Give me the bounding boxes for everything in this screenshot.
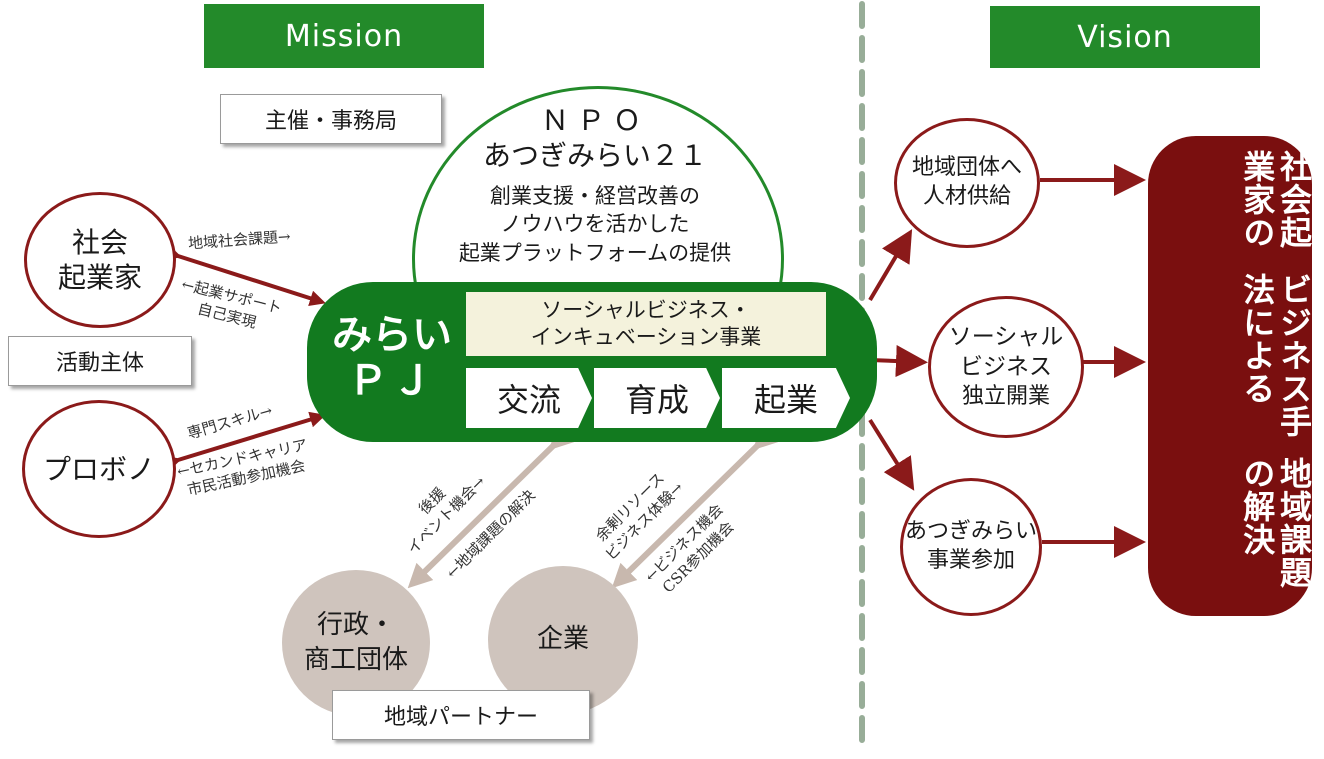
- vision-goal-line-2: ビジネス手法による: [1238, 272, 1313, 438]
- arrow-to-outcome-1: [868, 229, 913, 302]
- outcome-atsugi-participation: あつぎみらい 事業参加: [900, 478, 1042, 616]
- outcome-2-line-1: ソーシャル: [948, 323, 1064, 350]
- npo-title-2: あつぎみらい２１: [482, 138, 707, 172]
- mirai-pj-name-line-1: みらい: [332, 312, 452, 358]
- program-line-2: インキュベーション事業: [530, 325, 762, 349]
- arrow-to-outcome-3: [868, 418, 915, 491]
- government-circle: 行政・ 商工団体: [282, 570, 430, 716]
- outcome-3-line-1: あつぎみらい: [904, 519, 1037, 545]
- arrow-probono: [164, 411, 326, 472]
- stage-exchange: 交流: [466, 368, 592, 428]
- incubation-program-box: ソーシャルビジネス・ インキュベーション事業: [466, 292, 826, 356]
- social-entrepreneur-line-2: 起業家: [57, 261, 142, 294]
- npo-title-1: ＮＰＯ: [540, 104, 649, 137]
- arrow-to-outcome-2: [869, 345, 928, 378]
- stage-startup: 起業: [722, 368, 850, 428]
- partners-label: 地域パートナー: [332, 690, 590, 740]
- outcome-1-line-2: 人材供給: [922, 184, 1011, 209]
- outcome-2-line-3: 独立開業: [961, 383, 1050, 409]
- social-entrepreneur-line-1: 社会: [71, 226, 128, 259]
- npo-desc-1: 創業支援・経営改善の: [490, 183, 700, 208]
- npo-text: ＮＰＯ あつぎみらい２１ 創業支援・経営改善の ノウハウを活かした 起業プラット…: [412, 104, 778, 267]
- government-line-2: 商工団体: [303, 645, 408, 675]
- government-line-1: 行政・: [316, 609, 395, 640]
- arrow-entrepreneur: [164, 244, 326, 306]
- npo-desc-2: ノウハウを活かした: [500, 212, 690, 237]
- vision-goal-text: 社会起業家の ビジネス手法による 地域課題の解決: [1148, 150, 1313, 600]
- npo-desc-3: 起業プラットフォームの提供: [458, 240, 732, 265]
- company-circle: 企業: [488, 566, 638, 714]
- outcome-talent-supply: 地域団体へ 人材供給: [894, 118, 1040, 248]
- outcome-2-line-2: ビジネス: [960, 353, 1052, 380]
- mirai-pj-name: みらい ＰＪ: [322, 312, 462, 404]
- organizer-label: 主催・事務局: [220, 94, 442, 144]
- outcome-3-line-2: 事業参加: [926, 548, 1015, 573]
- program-line-1: ソーシャルビジネス・: [541, 297, 751, 322]
- vision-goal-line-3: 地域課題の解決: [1238, 456, 1313, 589]
- vision-goal-line-1: 社会起業家の: [1238, 150, 1313, 249]
- probono-circle: プロボノ: [22, 400, 176, 538]
- stage-training: 育成: [594, 368, 720, 428]
- arrow-government: [407, 424, 575, 589]
- mission-header: Mission: [204, 4, 484, 68]
- outcome-1-line-1: 地域団体へ: [911, 155, 1022, 181]
- social-entrepreneur-circle: 社会 起業家: [24, 192, 176, 328]
- actors-label: 活動主体: [8, 336, 192, 386]
- vision-header: Vision: [990, 6, 1260, 68]
- mirai-pj-name-line-2: ＰＪ: [348, 358, 436, 404]
- outcome-independent-business: ソーシャル ビジネス 独立開業: [928, 296, 1084, 438]
- arrow-company: [611, 424, 779, 589]
- vision-goal-pill: [1148, 136, 1312, 616]
